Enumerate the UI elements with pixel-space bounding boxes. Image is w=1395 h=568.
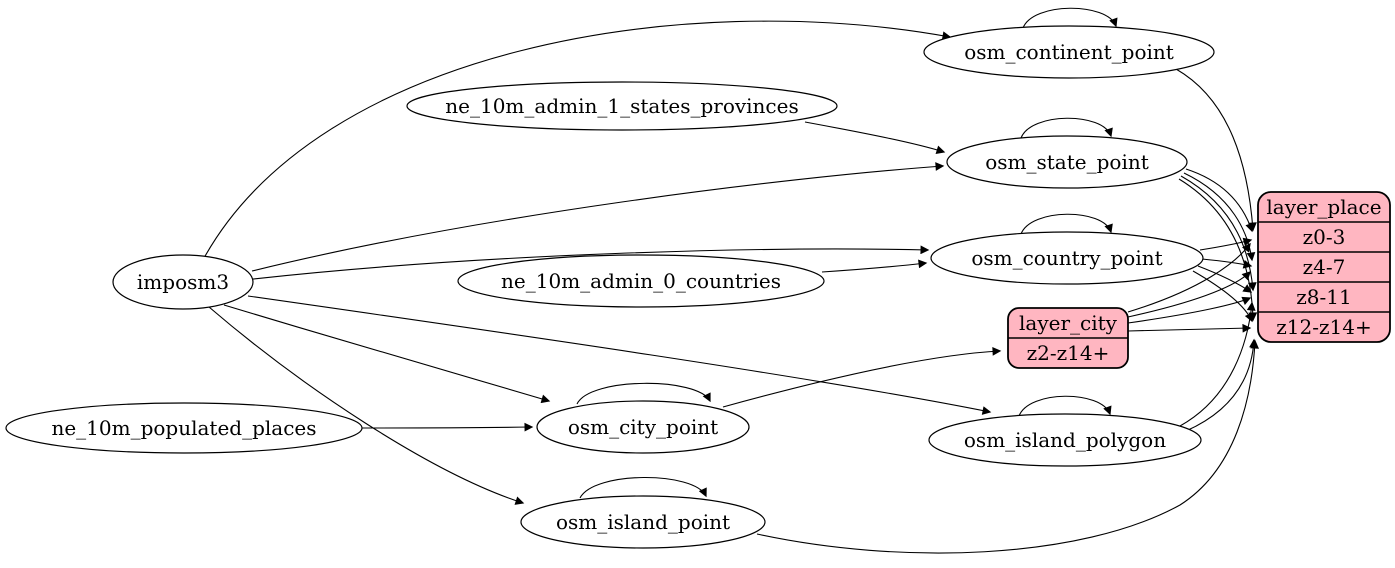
node-osm_country_point: osm_country_point [930, 231, 1204, 285]
node-osm_continent_point: osm_continent_point [923, 25, 1215, 79]
node-imposm3-label: imposm3 [137, 270, 229, 294]
edge-imposm3-osm_city_point [223, 304, 551, 404]
node-osm_state_point-shape [946, 135, 1188, 189]
record-layer_place-row-z12-z14+: z12-z14+ [1276, 315, 1372, 339]
node-osm_city_point-label: osm_city_point [568, 415, 718, 439]
edge-ne_10m_admin_1_states_provinces-osm_state_point [804, 121, 946, 154]
node-osm_island_point-shape [520, 495, 766, 549]
record-layer_place-shape [1257, 191, 1391, 343]
edge-layer_city-layer_place-z12-z14+ [1127, 323, 1252, 333]
edge-osm_island_point-layer_place-z12-z14+ [756, 339, 1260, 554]
edge-osm_country_point-layer_place-z4-7 [1201, 258, 1253, 269]
self-loop-osm_island_point [579, 477, 707, 499]
edge-osm_city_point-layer_city-z2-z14+ [722, 346, 1002, 408]
node-ne_10m_admin_0_countries-shape [457, 254, 825, 308]
node-ne_10m_admin_0_countries: ne_10m_admin_0_countries [457, 254, 825, 308]
node-imposm3-shape [112, 254, 254, 310]
record-layer_place-row-z8-11: z8-11 [1296, 285, 1351, 309]
edge-layer_city-layer_place-z8-11 [1127, 296, 1252, 324]
edge-osm_country_point-layer_place-z8-11 [1197, 265, 1253, 293]
edge-layer_city-layer_place-z0-3 [1127, 242, 1251, 313]
node-osm_island_polygon-label: osm_island_polygon [964, 428, 1166, 452]
edge-osm_state_point-layer_place-z0-3 [1185, 168, 1254, 233]
edge-ne_10m_populated_places-osm_city_point [361, 422, 534, 432]
record-layer_place: layer_place z0-3 z4-7 z8-11 z12-z14+ [1257, 191, 1391, 343]
edge-osm_country_point-layer_place-z0-3 [1199, 237, 1253, 251]
self-loop-osm_continent_point [1022, 7, 1118, 29]
node-osm_island_polygon-shape [928, 413, 1202, 467]
node-osm_continent_point-shape [923, 25, 1215, 79]
node-osm_city_point-shape [536, 400, 750, 454]
node-osm_island_point-label: osm_island_point [556, 510, 730, 534]
edge-imposm3-osm_island_polygon [247, 295, 992, 415]
node-ne_10m_populated_places-shape [5, 402, 363, 454]
node-ne_10m_admin_1_states_provinces-label: ne_10m_admin_1_states_provinces [445, 94, 798, 118]
node-osm_continent_point-label: osm_continent_point [964, 40, 1174, 64]
edge-group [203, 7, 1260, 554]
node-osm_island_point: osm_island_point [520, 495, 766, 549]
node-ne_10m_populated_places: ne_10m_populated_places [5, 402, 363, 454]
edge-layer_city-layer_place-z4-7 [1127, 271, 1251, 318]
node-osm_country_point-label: osm_country_point [971, 246, 1162, 270]
node-osm_country_point-shape [930, 231, 1204, 285]
node-imposm3: imposm3 [112, 254, 254, 310]
record-layer_place-row-z4-7: z4-7 [1303, 255, 1346, 279]
self-loop-osm_island_polygon [1018, 395, 1112, 417]
node-ne_10m_populated_places-label: ne_10m_populated_places [51, 416, 316, 440]
edge-osm_island_polygon-layer_place-z12-z14+ [1185, 338, 1258, 432]
edge-ne_10m_admin_0_countries-osm_country_point [821, 259, 928, 273]
node-osm_city_point: osm_city_point [536, 400, 750, 454]
self-loop-osm_city_point [576, 382, 711, 405]
edge-imposm3-osm_country_point [252, 245, 930, 280]
edge-osm_island_polygon-layer_place-z8-11 [1179, 301, 1256, 427]
self-loop-osm_state_point [1020, 117, 1113, 139]
record-layer_city: layer_city z2-z14+ [1007, 307, 1129, 369]
node-osm_state_point: osm_state_point [946, 135, 1188, 189]
record-layer_place-title: layer_place [1266, 195, 1381, 219]
edge-imposm3-osm_island_point [208, 306, 525, 505]
edge-osm_state_point-layer_place-z8-11 [1180, 175, 1257, 292]
edge-imposm3-osm_state_point [251, 162, 945, 272]
record-layer_place-row-z0-3: z0-3 [1303, 225, 1346, 249]
self-loop-osm_country_point [1020, 213, 1113, 235]
node-ne_10m_admin_0_countries-label: ne_10m_admin_0_countries [501, 269, 781, 293]
edge-osm_country_point-layer_place-z12-z14+ [1192, 270, 1253, 323]
record-layer_city-title: layer_city [1019, 311, 1118, 335]
edge-imposm3-osm_continent_point [203, 20, 952, 259]
record-layer_city-row-z2-z14+: z2-z14+ [1027, 341, 1110, 365]
node-ne_10m_admin_1_states_provinces: ne_10m_admin_1_states_provinces [406, 81, 838, 131]
edge-osm_continent_point-layer_place-z0-3 [1175, 68, 1257, 232]
node-osm_island_polygon: osm_island_polygon [928, 413, 1202, 467]
node-ne_10m_admin_1_states_provinces-shape [406, 81, 838, 131]
node-osm_state_point-label: osm_state_point [985, 150, 1149, 174]
